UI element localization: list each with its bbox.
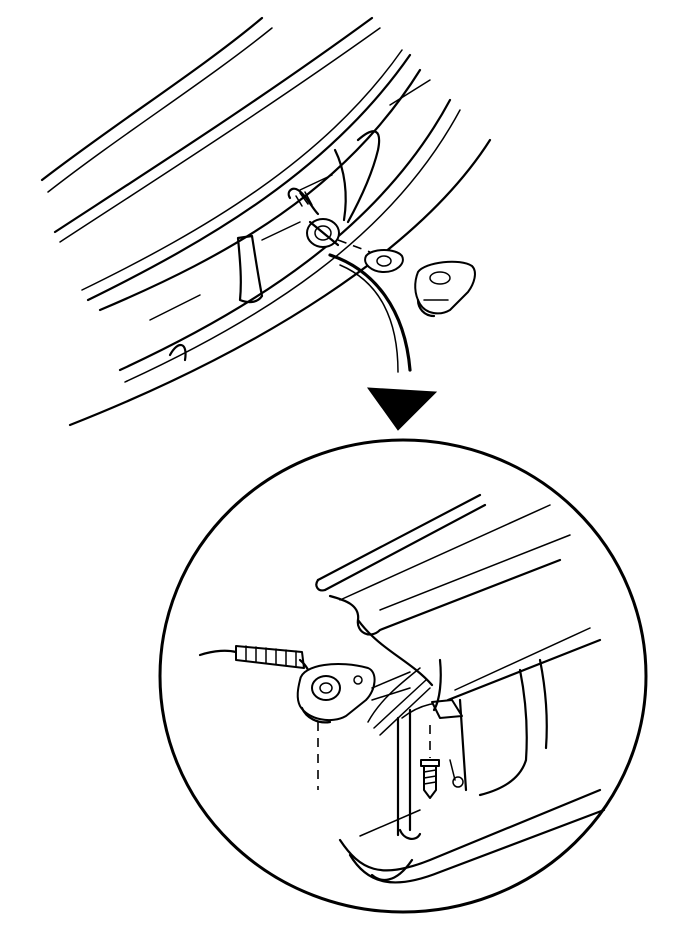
direction-arrow xyxy=(328,253,438,431)
license-lamp-assembly xyxy=(296,663,411,790)
detail-magnifier-circle xyxy=(158,438,648,914)
mounting-screw xyxy=(420,725,464,799)
rear-bumper-fascia xyxy=(40,16,492,427)
lamp-gasket xyxy=(364,249,404,273)
lamp-lens-housing xyxy=(414,260,476,318)
wiring-harness xyxy=(198,645,314,682)
lamp-bulb-socket xyxy=(287,187,371,253)
detail-bumper-section xyxy=(315,493,606,884)
